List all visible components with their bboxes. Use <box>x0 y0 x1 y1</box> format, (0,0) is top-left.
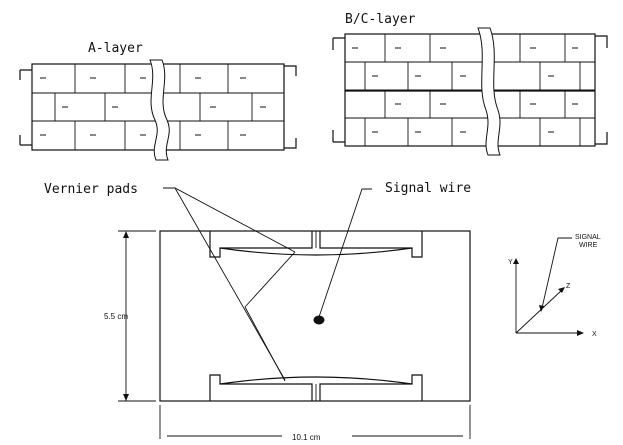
bottom-pad-frame <box>209 374 423 401</box>
height-dimension-label: 5.5 cm <box>104 312 128 321</box>
top-vernier-pad <box>219 247 413 256</box>
bc-layer-diagram: B/C-layer <box>332 12 608 156</box>
a-layer-left-cap <box>19 69 32 146</box>
z-axis <box>515 289 563 334</box>
a-layer-break <box>149 59 170 161</box>
top-pad-frame <box>209 231 423 258</box>
bottom-vernier-pad <box>219 376 413 385</box>
cell-cross-section: Vernier pads Signal wire 5.5 cm 10.1 cm <box>44 181 471 442</box>
vernier-pads-label: Vernier pads <box>44 182 138 197</box>
bc-layer-left-cap <box>332 37 345 143</box>
y-axis-label: Y <box>508 259 513 266</box>
bc-layer-break <box>477 27 501 156</box>
signal-wire-dot <box>313 315 325 325</box>
z-axis-label: Z <box>566 283 571 290</box>
signal-wire-axis-pointer <box>541 237 572 309</box>
bc-layer-label: B/C-layer <box>345 12 416 27</box>
width-dimension-label: 10.1 cm <box>292 433 321 442</box>
signal-wire-leader <box>318 188 372 318</box>
bc-layer-right-cap <box>595 35 608 145</box>
x-axis-label: X <box>592 331 597 338</box>
a-layer-diagram: A-layer <box>19 41 297 161</box>
vernier-leader-top <box>163 187 296 253</box>
a-layer-label: A-layer <box>88 41 143 56</box>
signal-wire-axis-label-1: SIGNAL <box>575 234 601 241</box>
coordinate-axes: Y X Z SIGNAL WIRE <box>508 234 601 338</box>
a-layer-right-cap <box>284 65 297 149</box>
height-dimension <box>118 230 156 402</box>
cell-outline <box>159 230 471 402</box>
signal-wire-label: Signal wire <box>385 181 471 196</box>
signal-wire-axis-label-2: WIRE <box>579 242 598 249</box>
